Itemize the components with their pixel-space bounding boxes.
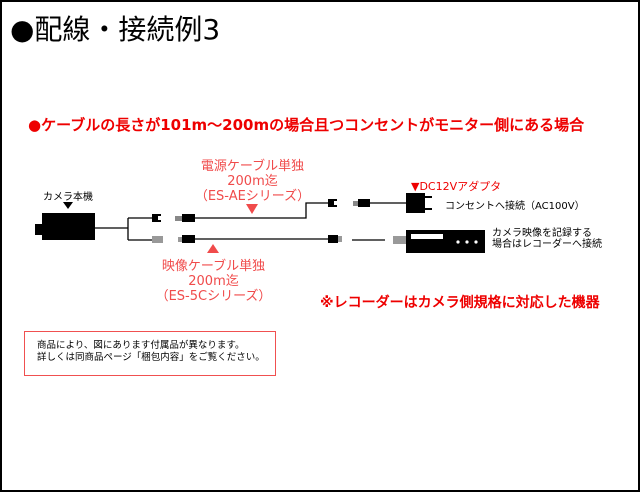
video-pointer-icon xyxy=(207,244,219,253)
page-title: ●配線・接続例3 xyxy=(10,13,221,46)
power-cable-length: 200m迄 xyxy=(227,174,278,189)
power-pointer-icon xyxy=(246,204,258,214)
power-cable-series: （ES-AEシリーズ） xyxy=(194,189,311,204)
disclaimer-box: 商品により、図にあります付属品が異なります。 詳しくは同商品ページ「梱包内容」を… xyxy=(24,331,276,376)
power-connectors xyxy=(152,199,370,222)
video-cable-label: 映像ケーブル単独 200m迄 （ES-5Cシリーズ） xyxy=(136,259,291,304)
adapter-label: ▼DC12Vアダプタ xyxy=(411,180,502,193)
video-cable-name: 映像ケーブル単独 xyxy=(161,259,266,274)
camera-pointer-icon xyxy=(63,202,73,209)
disclaimer-line1: 商品により、図にあります付属品が異なります。 xyxy=(37,340,245,351)
outlet-label: コンセントへ接続（AC100V） xyxy=(445,201,585,212)
video-cable-series: （ES-5Cシリーズ） xyxy=(155,289,272,304)
disclaimer-line2: 詳しくは同商品ページ「梱包内容」をご覧ください。 xyxy=(37,352,265,363)
power-cable-label: 電源ケーブル単独 200m迄 （ES-AEシリーズ） xyxy=(175,159,330,204)
cable-lines xyxy=(95,202,406,241)
recorder-label-line2: 場合はレコーダーへ接続 xyxy=(492,239,602,250)
headline: ●ケーブルの長さが101m〜200mの場合且つコンセントがモニター側にある場合 xyxy=(28,116,585,134)
recorder-label-line1: カメラ映像を記録する xyxy=(492,228,592,239)
camera-label: カメラ本機 xyxy=(43,192,93,203)
video-connectors xyxy=(152,235,406,244)
dc-adapter xyxy=(406,193,432,213)
camera xyxy=(35,202,95,240)
recorder-note: ※レコーダーはカメラ側規格に対応した機器 xyxy=(320,295,600,311)
power-cable-name: 電源ケーブル単独 xyxy=(200,159,305,174)
video-cable-length: 200m迄 xyxy=(188,274,239,289)
recorder-label: カメラ映像を記録する 場合はレコーダーへ接続 xyxy=(492,228,602,250)
recorder xyxy=(406,230,485,253)
